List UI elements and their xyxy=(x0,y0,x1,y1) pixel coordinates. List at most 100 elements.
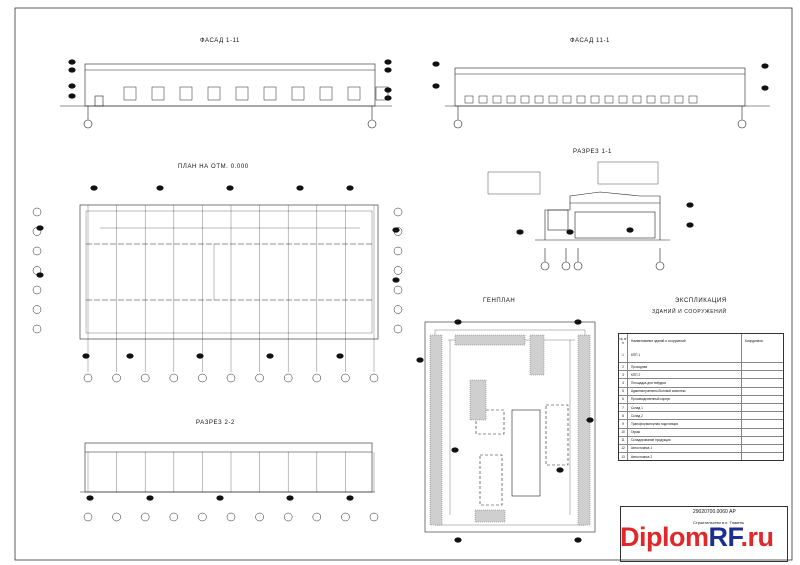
row-name: КПП 1 xyxy=(628,348,742,362)
facade-window xyxy=(492,95,502,104)
section-axis-marker xyxy=(283,512,293,522)
explication-header: № п/п Наименование зданий и сооружений К… xyxy=(619,334,783,348)
facade-window xyxy=(618,95,628,104)
facade-11-1 xyxy=(445,67,770,129)
plan-axis-marker xyxy=(198,373,207,383)
dimension-marker xyxy=(586,417,594,423)
plan-axis-marker xyxy=(32,305,42,314)
dimension-marker xyxy=(686,222,694,228)
facade-1-title: ФАСАД 1-11 xyxy=(200,38,240,44)
dimension-marker xyxy=(82,353,90,359)
dimension-marker xyxy=(68,93,76,99)
plan-axis-marker xyxy=(393,285,403,295)
plan-axis-marker xyxy=(393,324,403,334)
plan-axis-marker xyxy=(393,305,403,314)
facade-window xyxy=(674,95,684,104)
row-name: Площадка для твёрдых xyxy=(628,379,742,387)
plan-axis-marker xyxy=(226,373,236,383)
facade-window xyxy=(123,86,137,101)
plan-axis-marker xyxy=(32,285,42,295)
drawing-subtitle: Строительство в п. Тюмень xyxy=(693,520,745,525)
facade-window xyxy=(263,86,277,101)
plan-axis-marker xyxy=(255,373,264,383)
site-plan xyxy=(424,321,596,533)
dimension-marker xyxy=(86,495,94,501)
dimension-marker xyxy=(384,95,392,101)
facade-window xyxy=(506,95,516,104)
facade-window xyxy=(604,95,614,104)
dimension-marker xyxy=(556,467,564,473)
dimension-marker xyxy=(146,495,154,501)
dimension-marker xyxy=(68,59,76,65)
greenery-hatch xyxy=(429,334,443,526)
header-num: № п/п xyxy=(619,334,628,348)
dimension-marker xyxy=(392,277,400,283)
section-axis-marker xyxy=(198,512,207,522)
greenery-hatch xyxy=(454,334,526,346)
dimension-marker xyxy=(432,83,440,89)
row-num: 8 xyxy=(619,412,628,420)
greenery-hatch xyxy=(469,379,487,421)
facade-window xyxy=(646,95,656,104)
dimension-marker xyxy=(216,495,224,501)
dimension-marker xyxy=(68,83,76,89)
row-name: Административно-бытовой комплекс xyxy=(628,387,742,395)
dimension-marker xyxy=(346,185,354,191)
dimension-marker xyxy=(36,272,44,278)
plan-axis-marker xyxy=(83,373,93,383)
plan-axis-marker xyxy=(32,207,42,217)
dimension-marker xyxy=(346,495,354,501)
site-plan-title: ГЕНПЛАН xyxy=(483,298,516,304)
dimension-marker xyxy=(761,85,769,91)
facade-window xyxy=(632,95,642,104)
dimension-marker xyxy=(516,229,524,235)
dimension-marker xyxy=(286,495,294,501)
dimension-marker xyxy=(392,227,400,233)
row-num: 4 xyxy=(619,379,628,387)
row-num: 10 xyxy=(619,428,628,436)
section-axis-marker xyxy=(312,512,322,522)
section-axis-marker xyxy=(83,512,93,522)
facade-2-title: ФАСАД 11-1 xyxy=(570,38,610,44)
dimension-marker xyxy=(36,225,44,231)
dimension-marker xyxy=(126,353,134,359)
row-name: Гараж xyxy=(628,428,742,436)
dimension-marker xyxy=(566,229,574,235)
row-name: Склад 1 xyxy=(628,403,742,412)
greenery-hatch xyxy=(577,334,591,526)
dimension-marker xyxy=(686,202,694,208)
dimension-marker xyxy=(68,67,76,73)
row-num: 2 xyxy=(619,363,628,371)
facade-window xyxy=(179,86,193,101)
row-num: 1 xyxy=(619,348,628,362)
section-axis-marker xyxy=(140,512,150,522)
header-name: Наименование зданий и сооружений xyxy=(628,334,742,348)
section-axis-marker xyxy=(255,512,264,522)
watermark-part2: RF xyxy=(708,522,742,552)
facade-window xyxy=(347,86,361,101)
facade-window xyxy=(548,95,558,104)
dimension-marker xyxy=(454,537,462,543)
row-name: Трансформаторная подстанция xyxy=(628,420,742,428)
plan-axis-marker xyxy=(283,373,293,383)
facade-window xyxy=(235,86,249,101)
section-2-title: РАЗРЕЗ 2-2 xyxy=(196,420,235,426)
explication-table: № п/п Наименование зданий и сооружений К… xyxy=(618,333,784,462)
dimension-marker xyxy=(451,447,459,453)
row-name: Склад 2 xyxy=(628,412,742,420)
plan-axis-marker xyxy=(393,266,403,275)
section-2-2 xyxy=(80,442,375,493)
row-num: 3 xyxy=(619,371,628,379)
plan-axis-marker xyxy=(169,373,179,383)
section-1-1 xyxy=(487,161,670,271)
explication-title: ЭКСПЛИКАЦИЯ xyxy=(675,298,727,304)
plan-axis-marker xyxy=(32,324,42,334)
facade-window xyxy=(576,95,586,104)
